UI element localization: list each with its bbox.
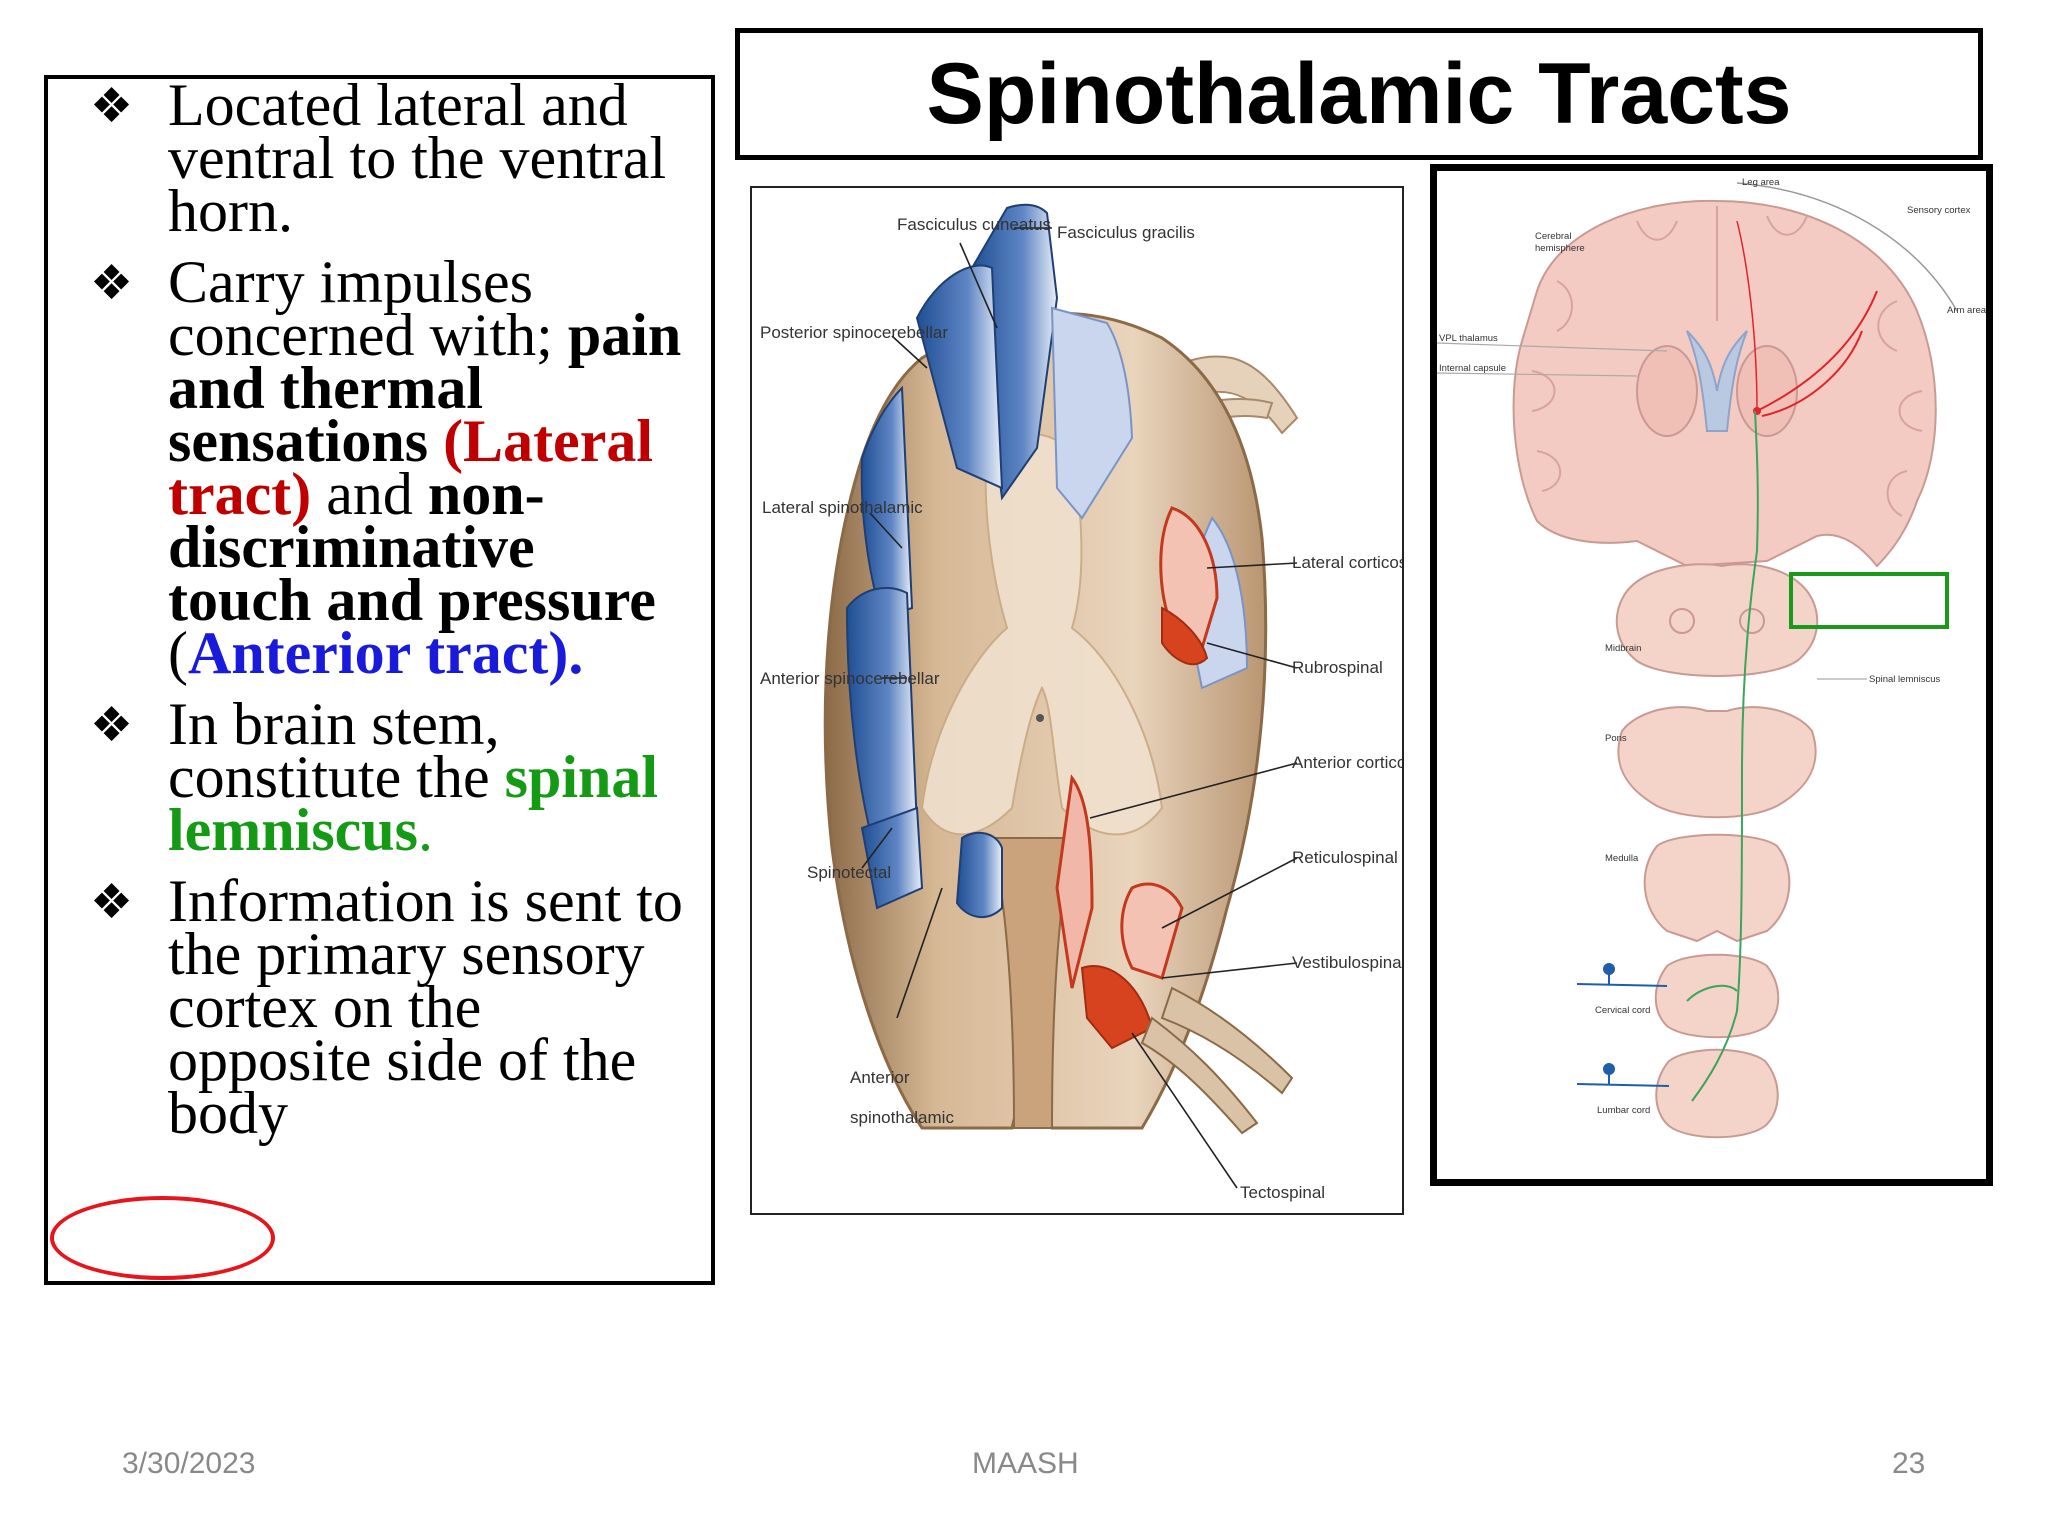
bullet-text-segment: ( <box>168 620 188 686</box>
label-anterior-spinothalamic-line1: Anterior <box>850 1068 910 1087</box>
diamond-bullet-icon: ❖ <box>90 874 134 930</box>
bullet-text-segment: spinal lemniscus <box>168 744 659 863</box>
bullet-text-segment: . <box>418 797 434 863</box>
bullet-item: ❖ Carry impulses concerned with; pain and… <box>68 252 691 683</box>
bullet-text-segment: pain and thermal sensations <box>168 302 682 474</box>
label-sensory-cortex: Sensory cortex <box>1907 205 1971 216</box>
diamond-bullet-icon: ❖ <box>90 255 134 311</box>
label-posterior-spinocerebellar: Posterior spinocerebellar <box>760 323 948 342</box>
label-tectospinal: Tectospinal <box>1240 1183 1325 1202</box>
label-leg-area: Leg area <box>1742 177 1780 188</box>
label-lateral-corticospinal: Lateral corticospinal <box>1292 553 1402 572</box>
footer-page-number: 23 <box>1892 1447 1926 1480</box>
label-spinal-lemniscus: Spinal lemniscus <box>1869 674 1941 685</box>
bullet-text-segment: Located lateral and ventral to the ventr… <box>168 72 667 244</box>
label-lateral-spinothalamic: Lateral spinothalamic <box>762 498 923 517</box>
label-lumbar-cord: Lumbar cord <box>1597 1105 1650 1116</box>
label-fasciculus-gracilis: Fasciculus gracilis <box>1057 223 1195 242</box>
bullet-item: ❖ In brain stem, constitute the spinal le… <box>68 694 691 860</box>
label-rubrospinal: Rubrospinal <box>1292 658 1383 677</box>
label-spinotectal: Spinotectal <box>807 863 891 882</box>
label-arm-area: Arm area <box>1947 305 1986 316</box>
label-anterior-corticospinal: Anterior corticospinal <box>1292 753 1402 772</box>
label-cerebral-hemisphere-line2: hemisphere <box>1535 243 1585 254</box>
bullet-text-segment: (Lateral tract) <box>168 408 653 527</box>
pathway-figure: Leg area Sensory cortex Arm area Cerebra… <box>1430 164 1993 1186</box>
bullet-text-segment: In brain stem, constitute the <box>168 691 505 810</box>
red-annotation-ellipse <box>50 1196 275 1280</box>
label-medulla: Medulla <box>1605 853 1639 864</box>
label-cervical-cord: Cervical cord <box>1595 1005 1650 1016</box>
spinal-cord-cross-section: Fasciculus cuneatus Fasciculus gracilis … <box>760 203 1402 1202</box>
spinothalamic-pathway-diagram: Leg area Sensory cortex Arm area Cerebra… <box>1437 177 1986 1139</box>
bullet-list: ❖ Located lateral and ventral to the vent… <box>68 75 691 1143</box>
label-anterior-spinocerebellar: Anterior spinocerebellar <box>760 669 940 688</box>
bullet-text-segment: and <box>311 461 428 527</box>
bullet-text-segment: non-discriminative touch and pressure <box>168 461 656 633</box>
diamond-bullet-icon: ❖ <box>90 697 134 753</box>
bullet-text-segment: Information is sent to the primary senso… <box>168 868 683 1146</box>
label-reticulospinal: Reticulospinal <box>1292 848 1398 867</box>
label-pons: Pons <box>1605 733 1627 744</box>
label-vpl-thalamus: VPL thalamus <box>1439 333 1498 344</box>
bullet-text-segment: Anterior tract). <box>187 620 584 686</box>
label-internal-capsule: Internal capsule <box>1439 363 1506 374</box>
spinal-cord-figure: Fasciculus cuneatus Fasciculus gracilis … <box>750 186 1404 1215</box>
bullet-item: ❖ Information is sent to the primary sens… <box>68 871 691 1143</box>
slide-title: Spinothalamic Tracts <box>926 45 1792 142</box>
diamond-bullet-icon: ❖ <box>90 78 134 134</box>
bullet-text-segment: Carry impulses concerned with; <box>168 249 568 368</box>
label-fasciculus-cuneatus: Fasciculus cuneatus <box>897 215 1051 234</box>
label-anterior-spinothalamic-line2: spinothalamic <box>850 1108 954 1127</box>
label-midbrain: Midbrain <box>1605 643 1641 654</box>
green-annotation-box <box>1789 572 1949 629</box>
footer-date: 3/30/2023 <box>122 1447 256 1480</box>
label-vestibulospinal: Vestibulospinal <box>1292 953 1402 972</box>
bullet-text-box: ❖ Located lateral and ventral to the vent… <box>44 75 715 1285</box>
footer-author: MAASH <box>972 1447 1079 1480</box>
label-cerebral-hemisphere-line1: Cerebral <box>1535 231 1571 242</box>
title-box: Spinothalamic Tracts <box>735 28 1983 160</box>
bullet-item: ❖ Located lateral and ventral to the vent… <box>68 75 691 241</box>
